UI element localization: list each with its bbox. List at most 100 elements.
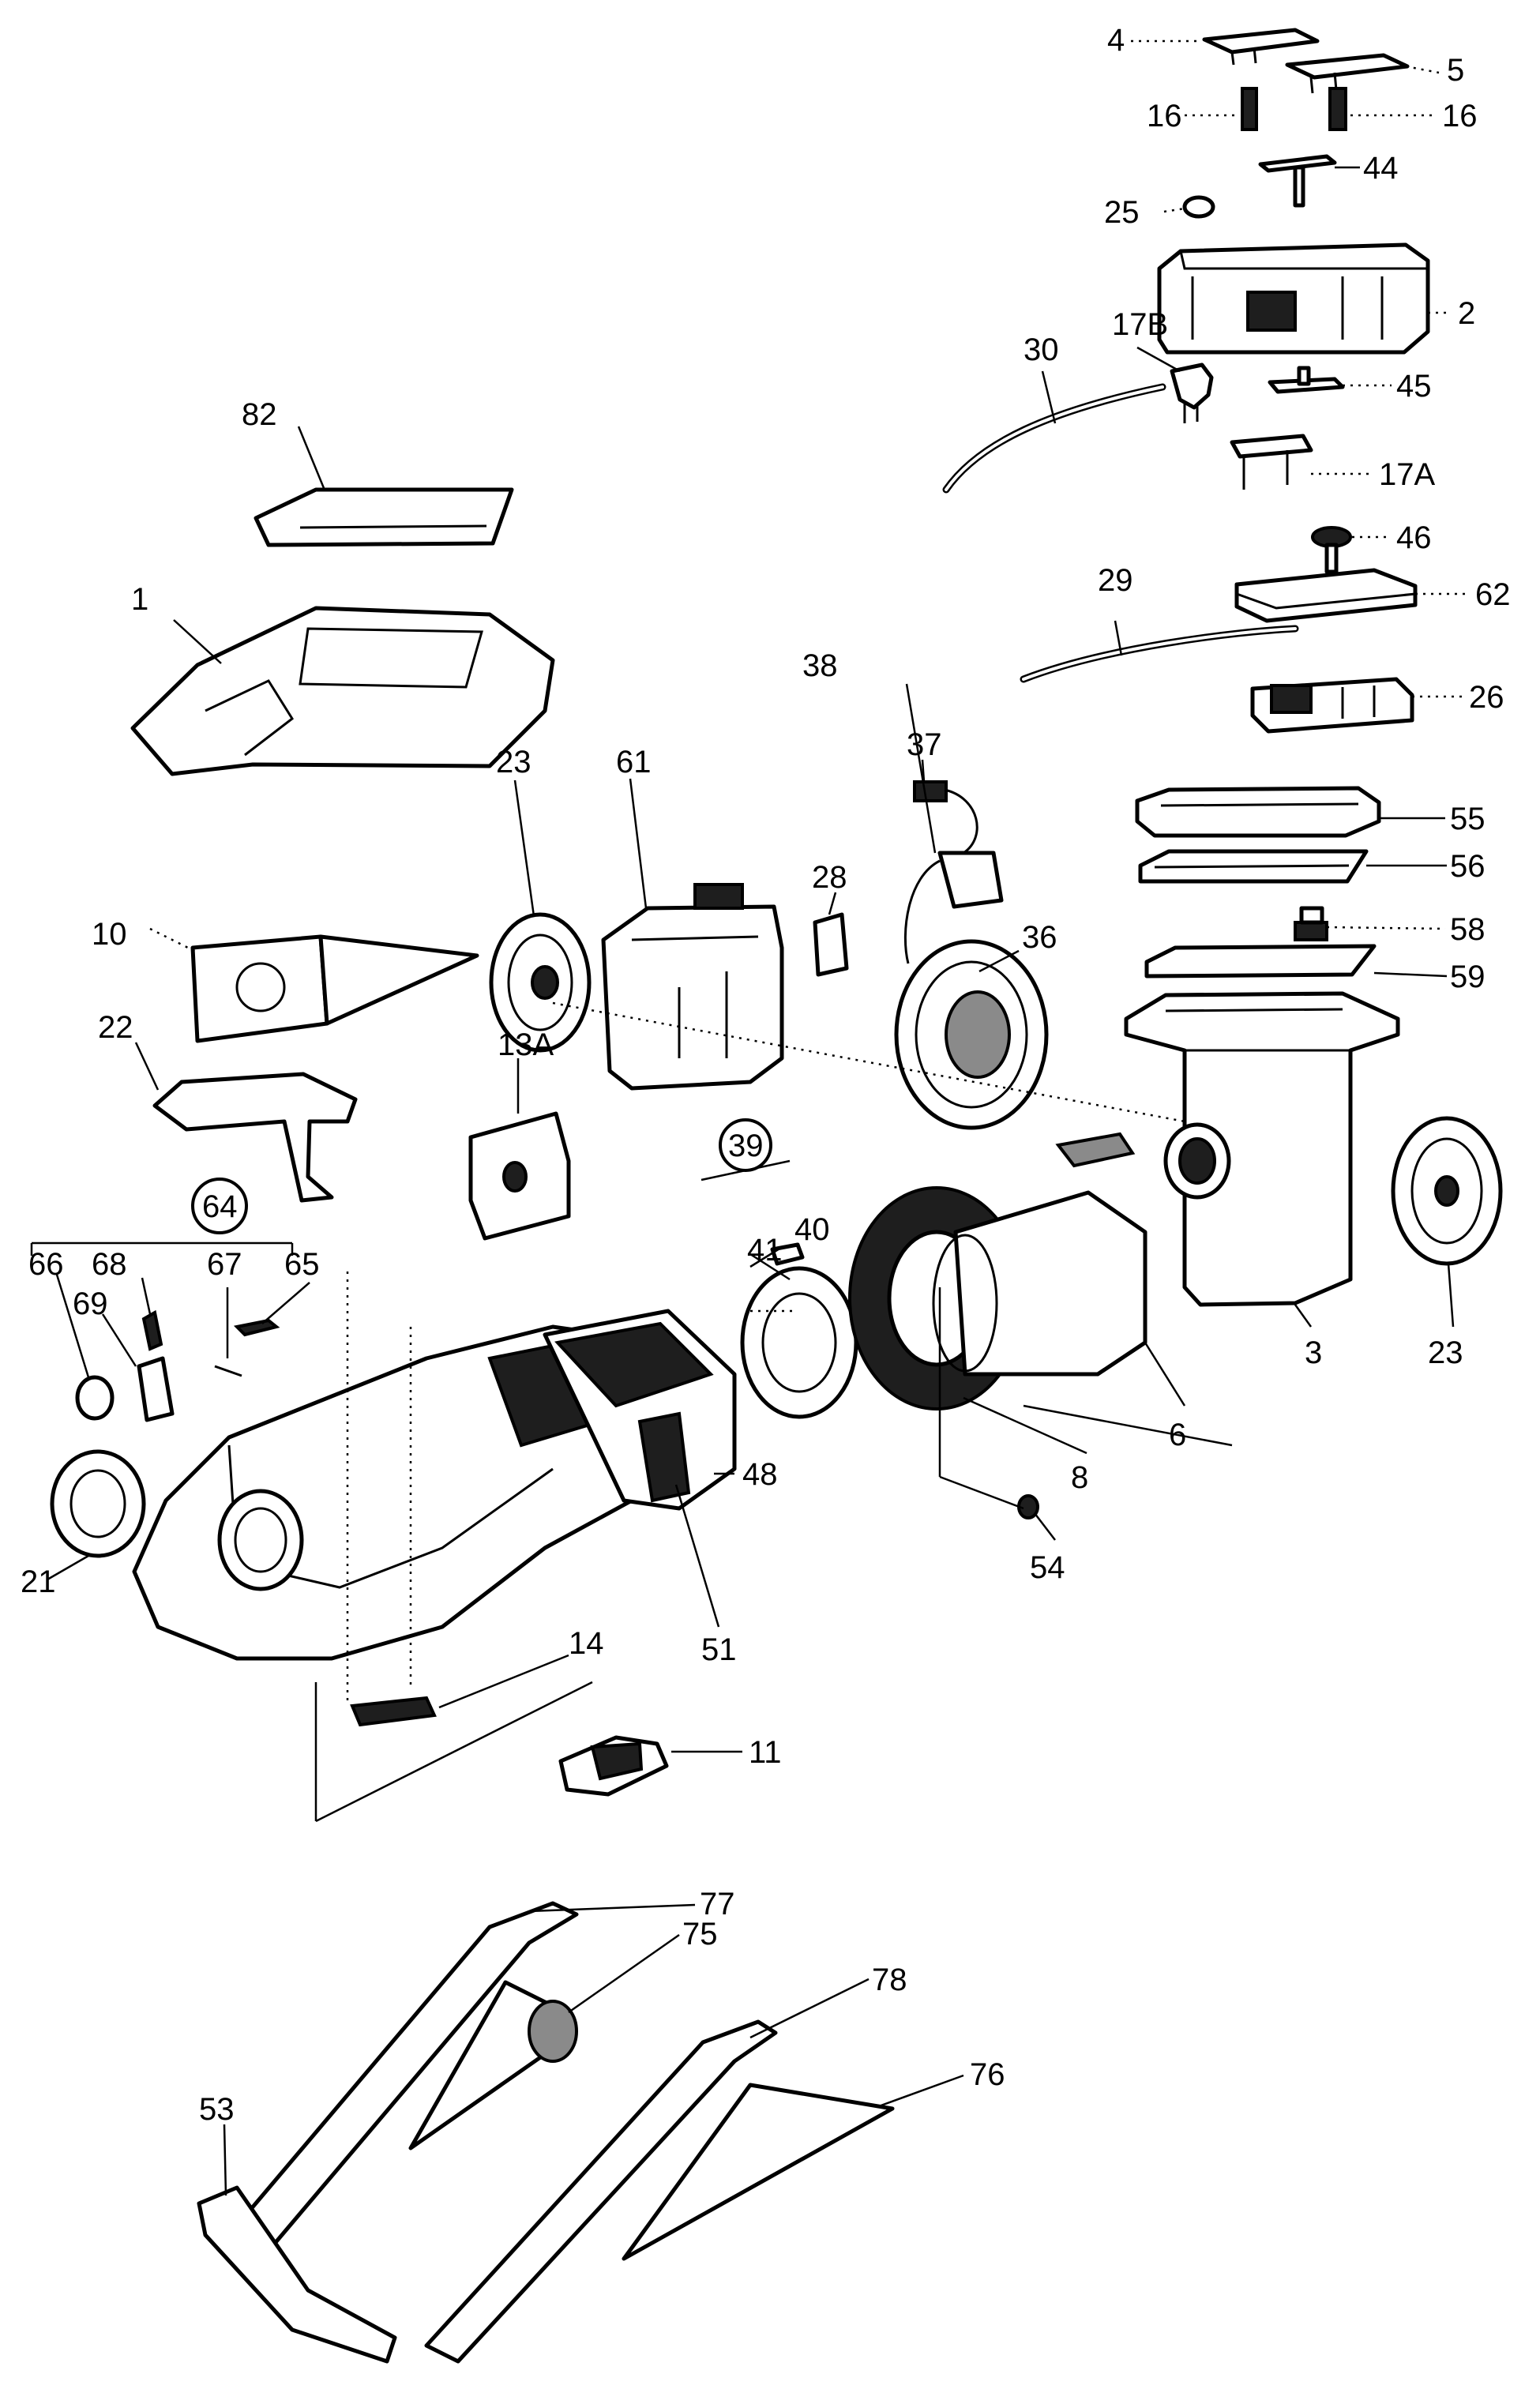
part-17a-bracket — [1230, 434, 1313, 490]
part-59-gasket — [1144, 944, 1377, 979]
label-13a: 13A — [498, 1027, 554, 1062]
part-56-filter — [1138, 849, 1369, 884]
part-37-switch — [913, 780, 978, 855]
part-66-cap — [75, 1375, 115, 1421]
part-3-rear-housing — [1124, 991, 1400, 1307]
label-36: 36 — [1022, 920, 1057, 955]
part-36-cord-reel — [894, 939, 1049, 1130]
part-13a-bracket — [468, 1111, 571, 1241]
label-46: 46 — [1396, 520, 1432, 555]
part-78-rail — [424, 2019, 778, 2364]
label-64: 64 — [202, 1189, 238, 1224]
label-55: 55 — [1450, 802, 1486, 836]
part-61-frame — [601, 883, 784, 1091]
label-77: 77 — [700, 1887, 735, 1921]
callout-ring-64 — [191, 1178, 248, 1234]
label-6: 6 — [1169, 1418, 1186, 1452]
part-62-plate — [1234, 568, 1418, 623]
label-45: 45 — [1396, 369, 1432, 404]
label-14: 14 — [569, 1626, 604, 1661]
label-2: 2 — [1458, 296, 1475, 331]
part-48-panel — [543, 1309, 737, 1511]
label-28: 28 — [812, 860, 847, 895]
label-40: 40 — [794, 1212, 830, 1247]
label-39: 39 — [728, 1129, 764, 1163]
label-30: 30 — [1024, 332, 1059, 367]
label-69: 69 — [73, 1287, 108, 1321]
part-11-pedal — [558, 1735, 669, 1797]
part-69-latch — [137, 1356, 175, 1422]
part-65-seal — [233, 1318, 280, 1337]
label-82: 82 — [242, 397, 277, 432]
part-16-spring-right — [1328, 87, 1347, 131]
part-main-housing — [132, 1324, 697, 1661]
label-41: 41 — [747, 1233, 783, 1268]
part-29-tube — [1020, 625, 1299, 683]
label-68: 68 — [92, 1247, 127, 1282]
label-29: 29 — [1098, 563, 1133, 598]
part-22-bracket — [152, 1072, 358, 1203]
part-28-tab — [813, 912, 849, 977]
label-56: 56 — [1450, 849, 1486, 884]
part-55-cover — [1135, 786, 1381, 838]
leader-lines — [30, 39, 1471, 2196]
part-10-dust-bag — [190, 934, 479, 1043]
part-14-switch — [350, 1696, 437, 1727]
label-16-right: 16 — [1442, 99, 1478, 133]
label-51: 51 — [701, 1632, 737, 1667]
label-17b: 17B — [1112, 307, 1168, 342]
part-75-corner — [408, 1980, 578, 2150]
label-26: 26 — [1469, 680, 1504, 715]
label-8: 8 — [1071, 1460, 1088, 1495]
label-4: 4 — [1107, 23, 1125, 58]
part-30-tube — [942, 383, 1166, 494]
part-23-wheel-left — [489, 912, 592, 1053]
label-66: 66 — [28, 1247, 64, 1282]
label-48: 48 — [742, 1457, 778, 1492]
part-76-corner — [622, 2083, 895, 2261]
label-3: 3 — [1305, 1335, 1322, 1370]
label-61: 61 — [616, 745, 652, 779]
label-10: 10 — [92, 917, 127, 952]
label-62: 62 — [1475, 577, 1511, 612]
part-68-spring — [141, 1309, 163, 1351]
label-23-right: 23 — [1428, 1335, 1463, 1370]
part-1-lid — [130, 606, 555, 776]
label-25: 25 — [1104, 195, 1140, 230]
label-11: 11 — [749, 1735, 782, 1770]
label-78: 78 — [872, 1963, 907, 1997]
part-38-cord-reel-bracket — [903, 851, 1004, 964]
label-58: 58 — [1450, 912, 1486, 947]
label-67: 67 — [207, 1247, 242, 1282]
part-25-lens — [1182, 195, 1215, 219]
part-16-spring-left — [1241, 87, 1258, 131]
label-5: 5 — [1447, 53, 1464, 88]
label-75: 75 — [682, 1917, 718, 1951]
part-6-motor — [932, 1132, 1147, 1377]
label-54: 54 — [1030, 1550, 1065, 1585]
part-77-rail — [227, 1901, 579, 2253]
part-45-plate — [1268, 366, 1345, 394]
label-22: 22 — [98, 1010, 133, 1045]
part-44-actuator — [1258, 154, 1337, 208]
label-1: 1 — [131, 582, 148, 617]
part-53-base-frame — [197, 2185, 397, 2364]
part-67-pin — [214, 1365, 242, 1377]
part-26-module — [1250, 677, 1414, 734]
label-65: 65 — [284, 1247, 320, 1282]
part-23-wheel-right — [1391, 1116, 1503, 1266]
part-labels: 4 5 16 16 44 25 2 17B 30 45 17A 46 62 29… — [21, 23, 1511, 2127]
label-76: 76 — [970, 2057, 1005, 2092]
label-53: 53 — [199, 2092, 235, 2127]
part-82-cover — [254, 487, 514, 547]
part-17b-fitting — [1170, 362, 1214, 423]
label-16-left: 16 — [1147, 99, 1182, 133]
part-46-knob — [1311, 526, 1352, 574]
label-17a: 17A — [1379, 457, 1435, 492]
label-59: 59 — [1450, 960, 1486, 994]
label-38: 38 — [802, 648, 838, 683]
part-40-fan-cap — [740, 1266, 858, 1419]
label-23-left: 23 — [496, 745, 531, 779]
part-4-button — [1202, 28, 1320, 66]
